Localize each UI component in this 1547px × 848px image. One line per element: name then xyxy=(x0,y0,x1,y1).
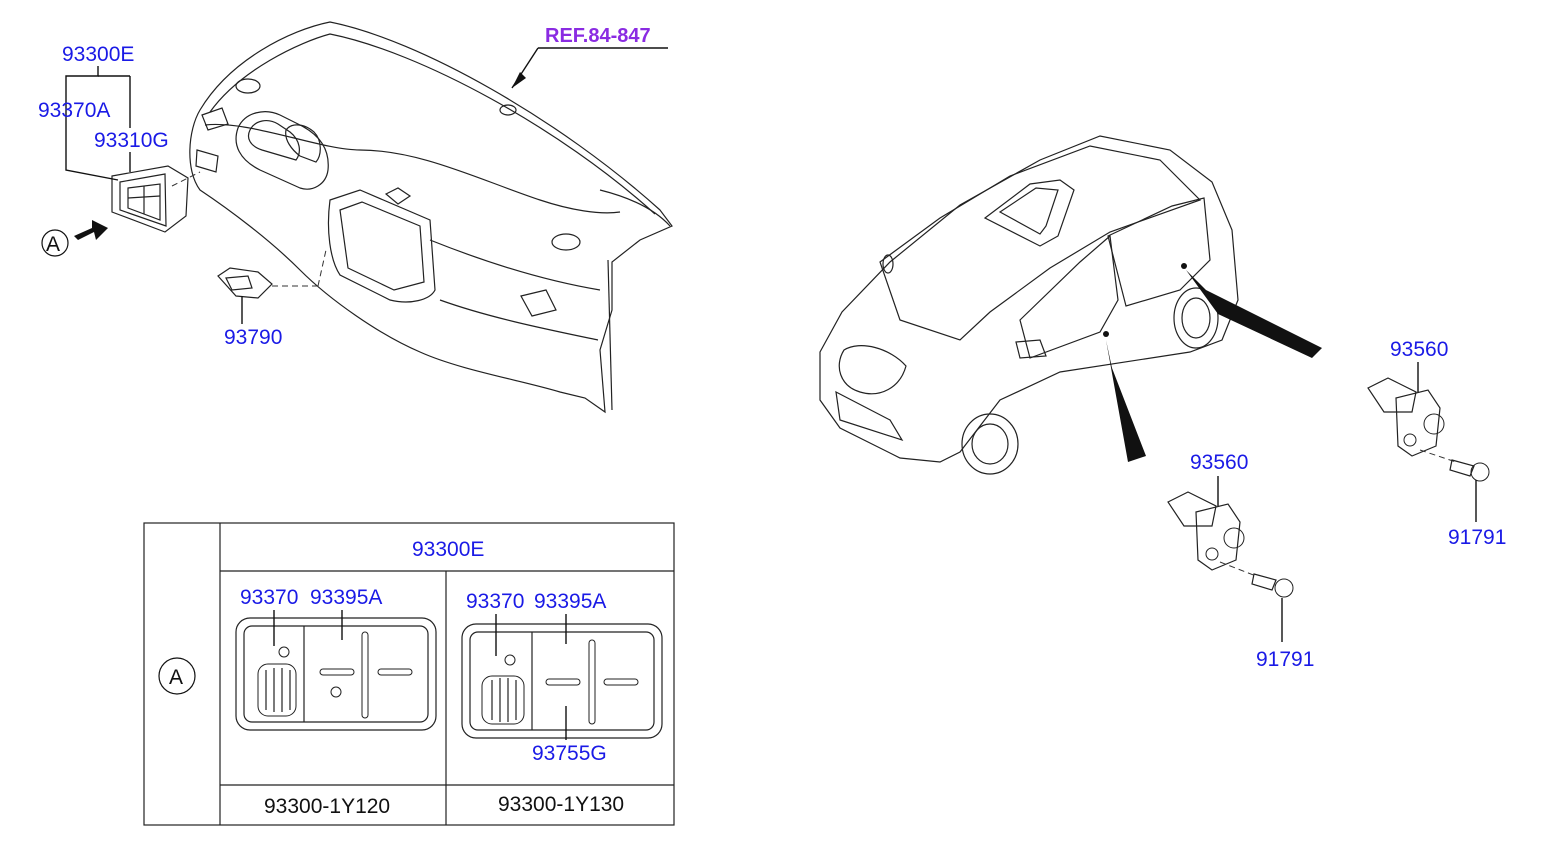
left-label-93370: 93370 xyxy=(240,586,298,609)
left-switch-panel xyxy=(235,617,437,731)
view-a-letter: A xyxy=(46,233,60,256)
right-label-93395A: 93395A xyxy=(534,590,606,613)
label-93310G: 93310G xyxy=(94,129,169,152)
door-switch-lower xyxy=(1167,491,1245,571)
screw-lower xyxy=(1251,573,1294,598)
label-93560-lower: 93560 xyxy=(1190,451,1248,474)
right-footer: 93300-1Y130 xyxy=(498,793,624,816)
left-footer: 93300-1Y120 xyxy=(264,795,390,818)
dash-lower xyxy=(1219,561,1257,577)
dashboard-drawing xyxy=(189,21,673,414)
table-marker-letter: A xyxy=(169,666,183,689)
label-93560-upper: 93560 xyxy=(1390,338,1448,361)
right-label-93370: 93370 xyxy=(466,590,524,613)
variant-table xyxy=(143,522,675,826)
door-switch-upper xyxy=(1367,377,1445,457)
table-marker-circle xyxy=(158,657,196,695)
table-header: 93300E xyxy=(412,538,484,561)
ref-arrowhead xyxy=(512,72,526,88)
screw-upper xyxy=(1449,459,1490,482)
label-93370A: 93370A xyxy=(38,99,110,122)
left-label-93395A: 93395A xyxy=(310,586,382,609)
leader-93370A xyxy=(65,66,119,181)
right-switch-panel xyxy=(461,623,663,739)
view-a-marker xyxy=(41,229,69,257)
ref-label: REF.84-847 xyxy=(545,25,651,47)
right-label-93755G: 93755G xyxy=(532,742,607,765)
switch-panel-part xyxy=(111,165,201,233)
view-a-arrow xyxy=(74,220,108,240)
label-91791-lower: 91791 xyxy=(1256,648,1314,671)
label-91791-upper: 91791 xyxy=(1448,526,1506,549)
ignition-part xyxy=(217,249,327,299)
pointer-wedge-rear xyxy=(1186,270,1322,358)
label-93300E: 93300E xyxy=(62,43,134,66)
car-drawing xyxy=(819,135,1239,475)
dash-upper xyxy=(1419,449,1457,463)
pointer-wedge-front xyxy=(1106,340,1146,462)
label-93790: 93790 xyxy=(224,326,282,349)
